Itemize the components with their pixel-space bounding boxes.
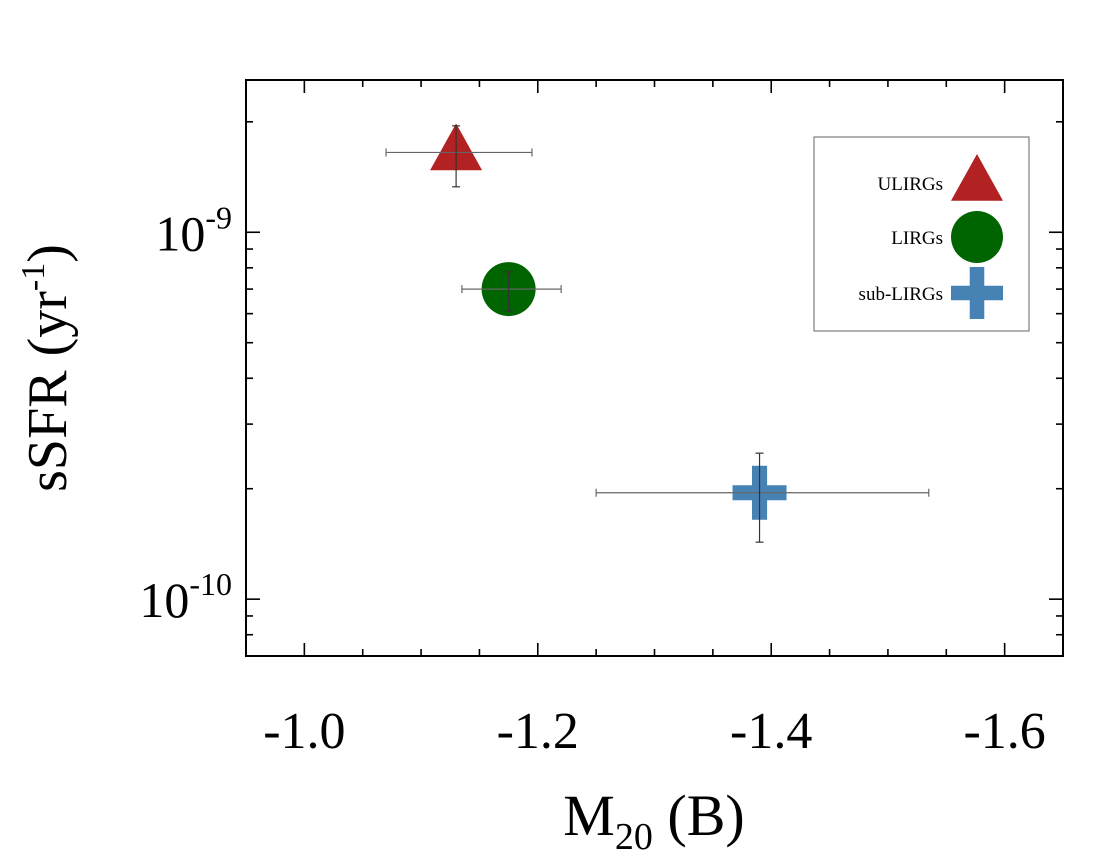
legend-marker-circle (951, 211, 1003, 263)
legend-marker-plus (951, 267, 1003, 319)
x-tick-label: -1.0 (263, 703, 345, 760)
x-axis-label: M20 (B) (563, 783, 744, 850)
y-tick-label: 10-9 (155, 199, 232, 261)
point-sub-lirgs (595, 452, 930, 543)
point-lirgs (461, 262, 562, 317)
point-ulirgs (385, 123, 533, 188)
x-tick-label: -1.4 (730, 703, 812, 760)
y-tick-label: 10-10 (139, 566, 232, 628)
legend-item-ulirgs: ULIRGs (878, 153, 1003, 201)
plot-marks (385, 123, 930, 543)
legend-label: ULIRGs (878, 174, 943, 195)
legend-item-lirgs: LIRGs (891, 211, 1003, 263)
legend-marker-triangle (951, 153, 1003, 201)
y-axis-label: sSFR (yr-1) (15, 244, 79, 492)
legend-item-sub-lirgs: sub-LIRGs (859, 267, 1003, 319)
x-tick-label: -1.2 (497, 703, 579, 760)
legend-label: LIRGs (891, 228, 943, 249)
legend-label: sub-LIRGs (859, 284, 943, 305)
x-tick-label: -1.6 (963, 703, 1045, 760)
